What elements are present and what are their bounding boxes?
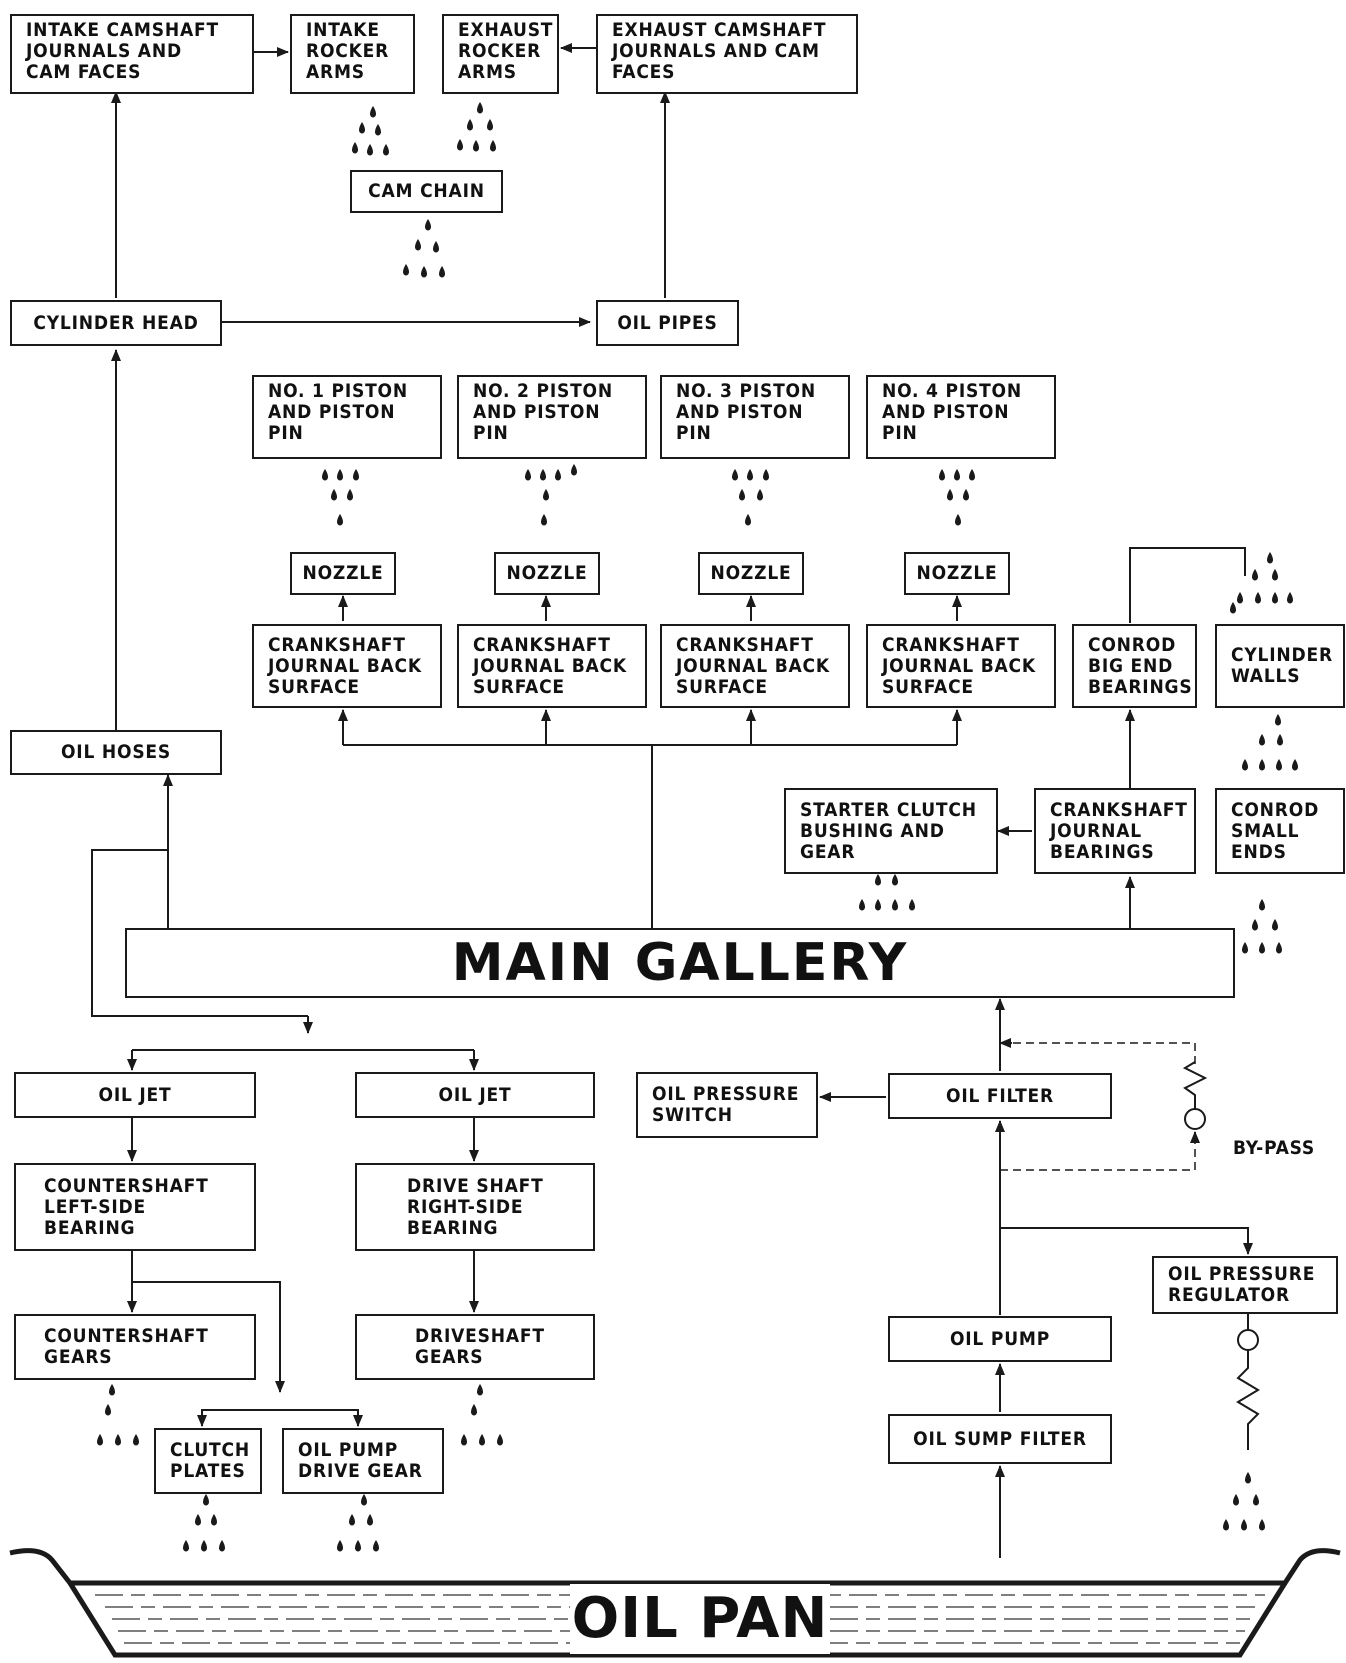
oil-jet-left-box: OIL JET (14, 1072, 256, 1118)
crankshaft-journal-bearings-box: CRANKSHAFT JOURNAL BEARINGS (1034, 788, 1196, 874)
exhaust-rocker-box: EXHAUST ROCKER ARMS (442, 14, 559, 94)
oil-hoses-box: OIL HOSES (10, 730, 222, 775)
driveshaft-bearing-box: DRIVE SHAFT RIGHT-SIDE BEARING (355, 1163, 595, 1251)
piston-4-box: NO. 4 PISTON AND PISTON PIN (866, 375, 1056, 459)
starter-clutch-box: STARTER CLUTCH BUSHING AND GEAR (784, 788, 998, 874)
countershaft-bearing-box: COUNTERSHAFT LEFT-SIDE BEARING (14, 1163, 256, 1251)
oil-pipes-box: OIL PIPES (596, 300, 739, 346)
piston-1-box: NO. 1 PISTON AND PISTON PIN (252, 375, 442, 459)
clutch-plates-box: CLUTCH PLATES (154, 1428, 262, 1494)
oil-jet-right-box: OIL JET (355, 1072, 595, 1118)
oil-pan-shape (9, 1548, 1341, 1658)
driveshaft-gears-box: DRIVESHAFT GEARS (355, 1314, 595, 1380)
oil-pressure-regulator-box: OIL PRESSURE REGULATOR (1152, 1256, 1338, 1314)
piston-2-box: NO. 2 PISTON AND PISTON PIN (457, 375, 647, 459)
oil-pan-label: OIL PAN (570, 1584, 830, 1654)
exhaust-camshaft-box: EXHAUST CAMSHAFT JOURNALS AND CAM FACES (596, 14, 858, 94)
oil-pressure-switch-box: OIL PRESSURE SWITCH (636, 1072, 818, 1138)
crank-back-4-box: CRANKSHAFT JOURNAL BACK SURFACE (866, 624, 1056, 708)
oil-sump-filter-box: OIL SUMP FILTER (888, 1414, 1112, 1464)
cam-chain-box: CAM CHAIN (350, 170, 503, 213)
oil-filter-box: OIL FILTER (888, 1073, 1112, 1119)
bypass-label: BY-PASS (1233, 1137, 1316, 1159)
countershaft-gears-box: COUNTERSHAFT GEARS (14, 1314, 256, 1380)
nozzle-4-box: NOZZLE (904, 552, 1010, 595)
intake-rocker-box: INTAKE ROCKER ARMS (290, 14, 415, 94)
intake-camshaft-box: INTAKE CAMSHAFT JOURNALS AND CAM FACES (10, 14, 254, 94)
oil-pump-drive-gear-box: OIL PUMP DRIVE GEAR (282, 1428, 444, 1494)
nozzle-1-box: NOZZLE (290, 552, 396, 595)
cylinder-walls-box: CYLINDER WALLS (1215, 624, 1345, 708)
nozzle-2-box: NOZZLE (494, 552, 600, 595)
crank-back-3-box: CRANKSHAFT JOURNAL BACK SURFACE (660, 624, 850, 708)
piston-3-box: NO. 3 PISTON AND PISTON PIN (660, 375, 850, 459)
nozzle-3-box: NOZZLE (698, 552, 804, 595)
conrod-small-ends-box: CONROD SMALL ENDS (1215, 788, 1345, 874)
oil-pump-box: OIL PUMP (888, 1316, 1112, 1362)
conrod-big-end-box: CONROD BIG END BEARINGS (1072, 624, 1197, 708)
main-gallery-box: MAIN GALLERY (125, 928, 1235, 998)
crank-back-1-box: CRANKSHAFT JOURNAL BACK SURFACE (252, 624, 442, 708)
cylinder-head-box: CYLINDER HEAD (10, 300, 222, 346)
crank-back-2-box: CRANKSHAFT JOURNAL BACK SURFACE (457, 624, 647, 708)
